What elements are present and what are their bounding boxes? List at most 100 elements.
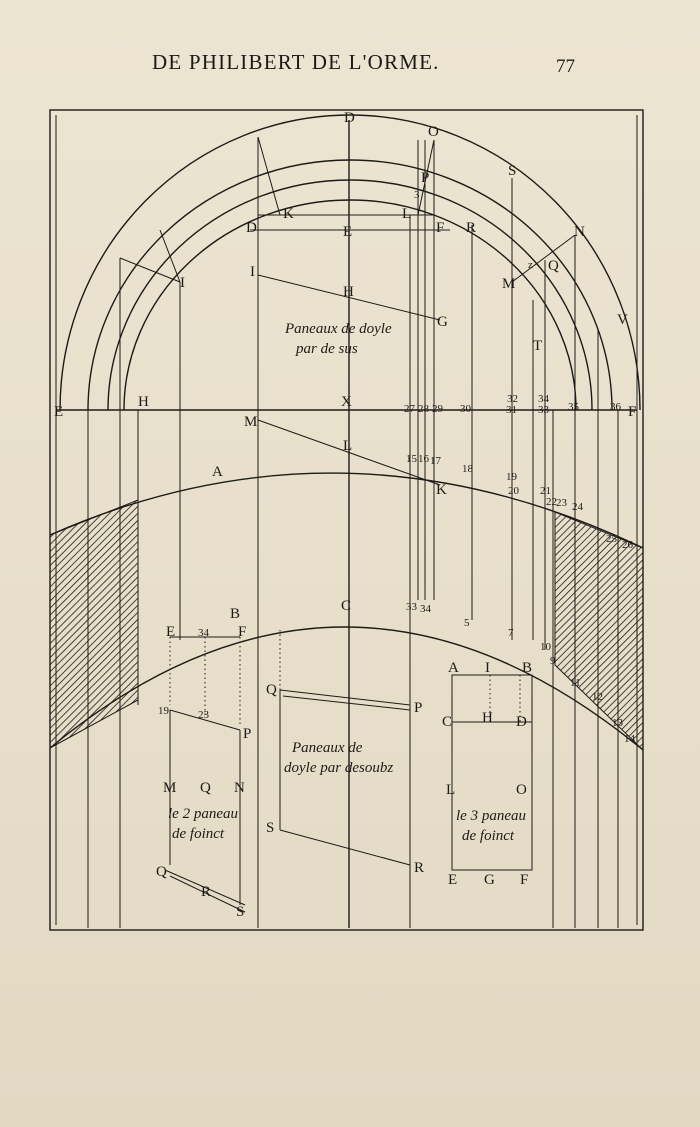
num-9: 9 [550, 655, 556, 667]
label-F-inner: F [436, 220, 444, 236]
label-S-panel: S [266, 820, 274, 836]
num-27: 27 [404, 403, 416, 415]
arc-A [49, 472, 644, 549]
label-D-box: D [516, 714, 527, 730]
arch-2 [87, 159, 613, 411]
label-C-arc: C [341, 598, 351, 614]
num-7: 7 [508, 627, 514, 639]
num-11: 11 [570, 677, 581, 689]
label-Q-right: Q [548, 258, 559, 274]
arch-inner [123, 199, 577, 411]
num-14: 14 [624, 733, 636, 745]
label-H-top: H [343, 284, 354, 300]
label-L-box: L [446, 782, 455, 798]
label-M-low: M [163, 780, 176, 796]
num-26: 26 [622, 539, 634, 551]
num-21: 21 [540, 485, 551, 497]
label-E-axis: E [54, 404, 63, 420]
label-I-mid: I [250, 264, 255, 280]
division-numbers: 32 34 27 28 29 30 31 33 35 36 15 16 17 1… [158, 393, 636, 745]
label-E-inner: E [343, 224, 352, 240]
running-header: DE PHILIBERT DE L'ORME. 77 [0, 50, 700, 80]
num-35: 35 [568, 401, 580, 413]
arch-outer [59, 114, 641, 411]
label-F-low: F [238, 624, 246, 640]
num-20: 20 [508, 485, 520, 497]
label-N-right: N [574, 224, 585, 240]
num-22: 22 [546, 496, 557, 508]
label-Q-low: Q [200, 780, 211, 796]
num-13: 13 [612, 717, 624, 729]
label-L-mid: L [343, 438, 352, 454]
num-23b: 23 [198, 709, 210, 721]
hatched-wedge-left [49, 499, 139, 749]
label-F-box: F [520, 872, 528, 888]
vertical-lines [87, 137, 619, 928]
label-R-bot: R [201, 884, 211, 900]
label-z-right: z [528, 259, 533, 271]
label-Q-panel: Q [266, 682, 277, 698]
num-28: 28 [418, 403, 430, 415]
label-M-right: M [502, 276, 515, 292]
label-O-box: O [516, 782, 527, 798]
label-3-top: 3 [414, 189, 420, 201]
num-34b: 34 [420, 603, 432, 615]
caption-panel2-2: de foinct [172, 826, 225, 842]
num-18: 18 [462, 463, 474, 475]
num-32: 32 [507, 393, 518, 405]
panel-3-de-foinct [451, 674, 533, 871]
label-C-box: C [442, 714, 452, 730]
label-R-panel: R [414, 860, 424, 876]
caption-lower-1: Paneaux de [291, 740, 363, 756]
label-P-low: P [243, 726, 251, 742]
point-labels: D O S P K L D E F R N Q M I I H G T V E … [54, 110, 636, 920]
num-33b: 33 [406, 601, 418, 613]
label-Q-bot: Q [156, 864, 167, 880]
label-S-top: S [508, 163, 516, 179]
caption-upper-2: par de sus [295, 341, 358, 357]
label-G-mid: G [437, 314, 448, 330]
label-B-arc: B [230, 606, 240, 622]
label-I-box: I [485, 660, 490, 676]
arch-3 [107, 179, 593, 411]
caption-lower-2: doyle par desoubz [284, 760, 393, 776]
label-S-bot: S [236, 904, 244, 920]
label-P-top: P [421, 170, 429, 186]
label-K-mid: K [436, 482, 447, 498]
caption-panel2-1: le 2 paneau [168, 806, 238, 822]
label-K-top: K [283, 206, 294, 222]
label-D-top: D [344, 110, 355, 126]
label-X-axis: X [341, 394, 352, 410]
label-O-top: O [428, 124, 439, 140]
panel-2-de-foinct [164, 636, 246, 913]
panel-desoubz [279, 630, 411, 866]
label-V-right: V [617, 312, 628, 328]
num-34c: 34 [198, 627, 210, 639]
num-16: 16 [418, 453, 430, 465]
num-10: 10 [540, 641, 552, 653]
num-23: 23 [556, 497, 568, 509]
panel-captions: Paneaux de doyle par de sus Paneaux de d… [168, 321, 526, 844]
label-R-top: R [466, 220, 476, 236]
label-A-box: A [448, 660, 459, 676]
num-19b: 19 [158, 705, 170, 717]
label-P-panel: P [414, 700, 422, 716]
label-M-mid: M [244, 414, 257, 430]
num-19: 19 [506, 471, 518, 483]
label-I-left: I [180, 275, 185, 291]
num-33: 33 [538, 404, 550, 416]
label-H-box: H [482, 710, 493, 726]
num-36: 36 [610, 401, 622, 413]
label-G-box: G [484, 872, 495, 888]
num-31: 31 [506, 404, 517, 416]
label-A-arc: A [212, 464, 223, 480]
page-number: 77 [556, 56, 575, 77]
caption-panel3-2: de foinct [462, 828, 515, 844]
label-D-inner: D [246, 220, 257, 236]
label-E-low: E [166, 624, 175, 640]
caption-upper-1: Paneaux de doyle [284, 321, 392, 337]
label-B-box: B [522, 660, 532, 676]
figure-frame [49, 109, 644, 931]
label-F-axis: F [628, 404, 636, 420]
